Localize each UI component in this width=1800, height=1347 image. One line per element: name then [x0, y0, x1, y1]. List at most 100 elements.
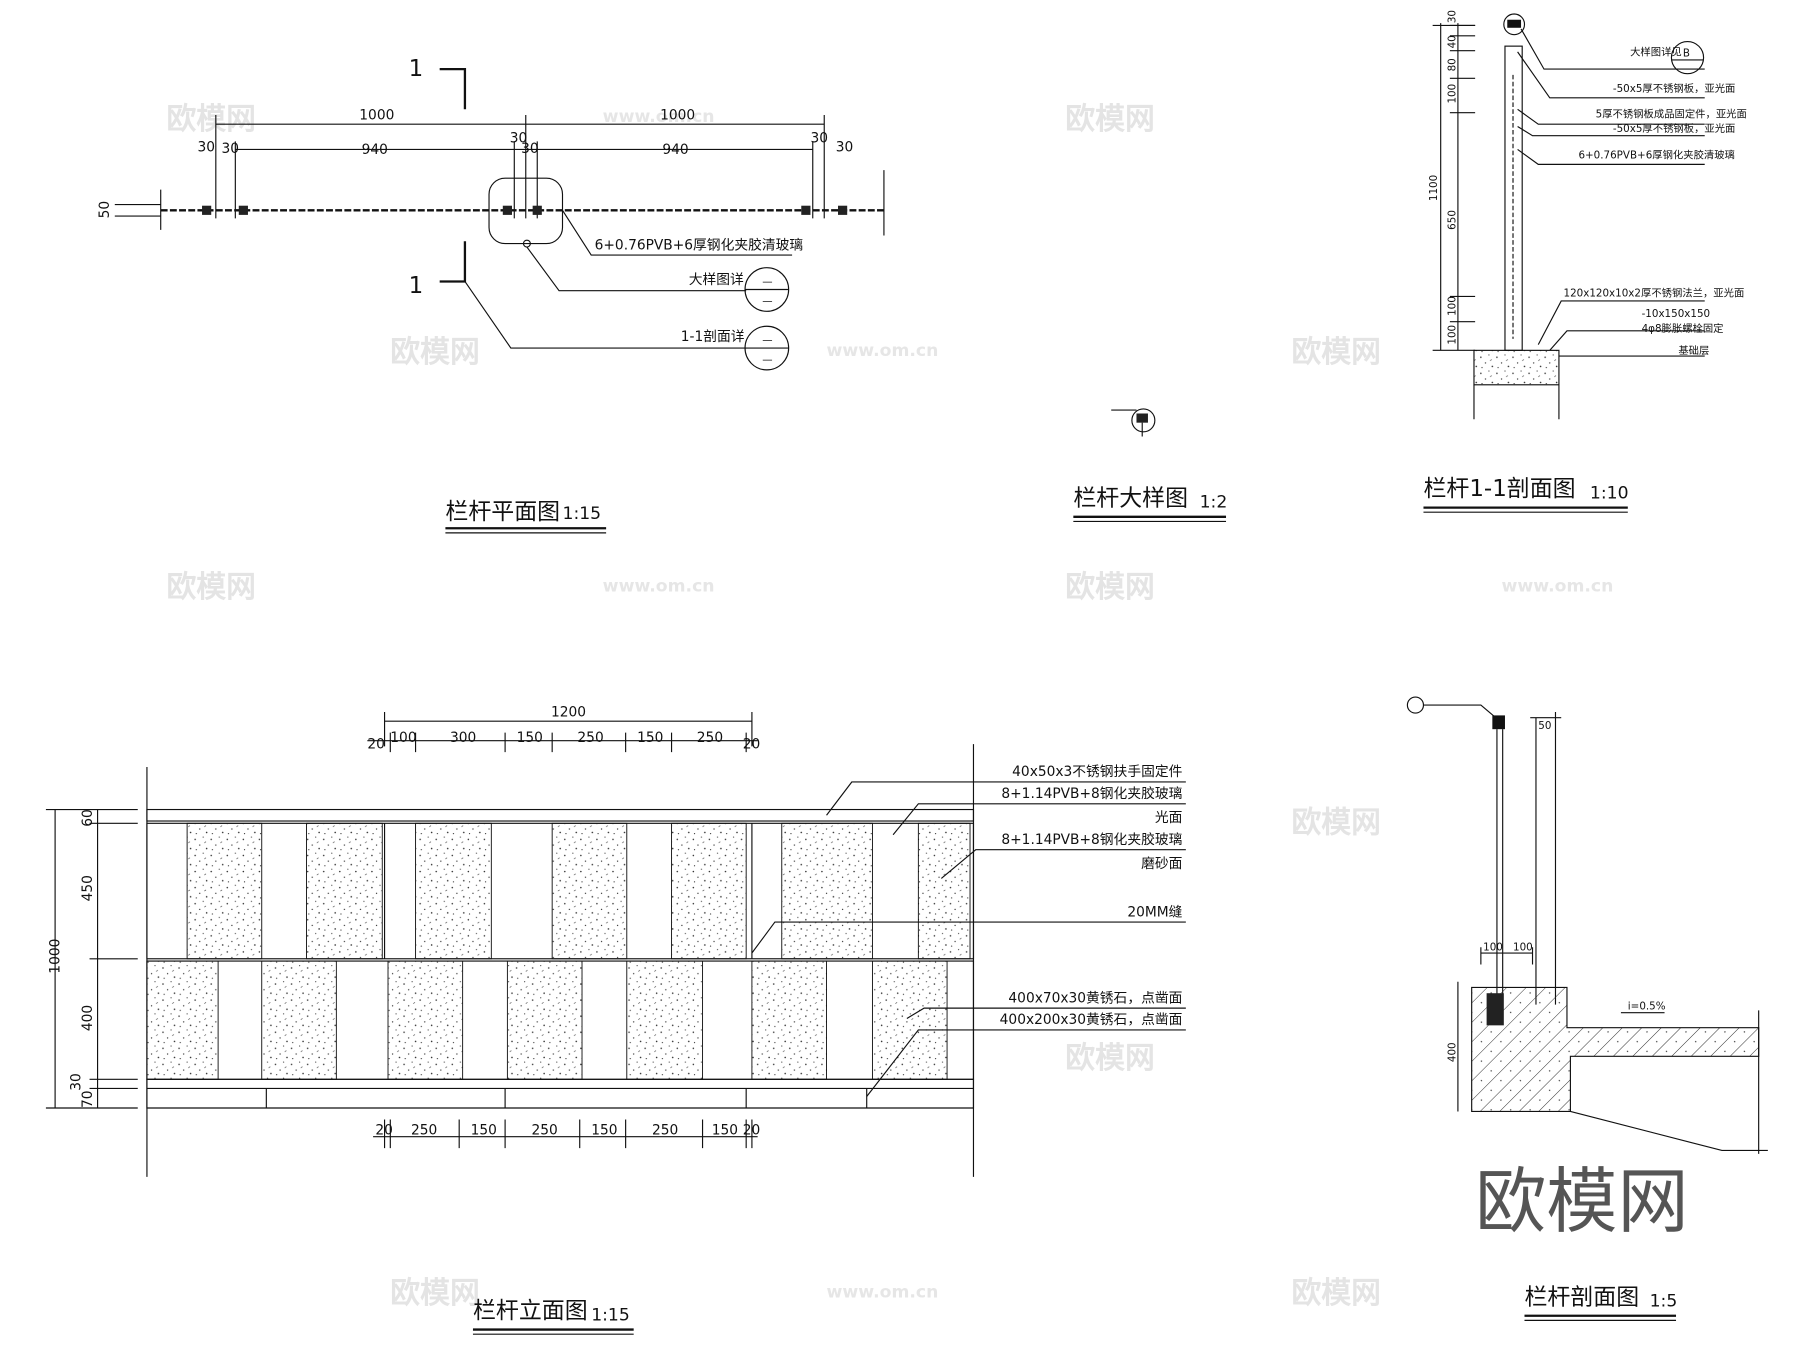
svg-text:100: 100 [390, 730, 416, 746]
svg-text:欧模网: 欧模网 [1291, 1276, 1380, 1311]
svg-text:940: 940 [662, 142, 688, 158]
svg-text:1000: 1000 [660, 108, 695, 124]
svg-text:50: 50 [97, 201, 113, 219]
svg-text:250: 250 [697, 730, 723, 746]
svg-text:www.om.cn: www.om.cn [603, 107, 715, 127]
section-1-1-title: 栏杆1-1剖面图 [1423, 476, 1575, 502]
svg-text:4φ8膨胀螺栓固定: 4φ8膨胀螺栓固定 [1642, 322, 1724, 335]
svg-text:8+1.14PVB+8钢化夹胶玻璃: 8+1.14PVB+8钢化夹胶玻璃 [1001, 831, 1182, 848]
svg-text:250: 250 [577, 730, 603, 746]
svg-text:欧模网: 欧模网 [166, 570, 255, 605]
svg-text:-50x5厚不锈钢板，亚光面: -50x5厚不锈钢板，亚光面 [1613, 122, 1736, 135]
svg-text:940: 940 [362, 142, 388, 158]
svg-text:30: 30 [197, 140, 215, 156]
svg-text:1-1剖面详: 1-1剖面详 [681, 329, 745, 345]
svg-text:欧模网: 欧模网 [1291, 805, 1380, 840]
svg-text:光面: 光面 [1155, 810, 1183, 826]
svg-text:150: 150 [517, 730, 543, 746]
section-title: 栏杆剖面图 [1524, 1284, 1639, 1310]
svg-text:1100: 1100 [1428, 175, 1440, 201]
svg-text:6+0.76PVB+6厚钢化夹胶清玻璃: 6+0.76PVB+6厚钢化夹胶清玻璃 [1578, 149, 1734, 162]
svg-text:400x70x30黄锈石，点凿面: 400x70x30黄锈石，点凿面 [1008, 990, 1182, 1006]
svg-text:150: 150 [637, 730, 663, 746]
svg-text:30: 30 [68, 1073, 84, 1091]
svg-text:大样图详见: 大样图详见 [1630, 45, 1682, 58]
svg-text:欧模网: 欧模网 [1291, 335, 1380, 370]
svg-text:-50x5厚不锈钢板，亚光面: -50x5厚不锈钢板，亚光面 [1613, 82, 1736, 95]
section-view: 50 100 100 400 i=0.5% 欧模网 栏杆剖面图 1:5 [1406, 696, 1768, 1321]
svg-text:欧模网: 欧模网 [166, 102, 255, 137]
svg-text:—: — [762, 295, 772, 307]
svg-text:400: 400 [1447, 1042, 1459, 1062]
svg-text:30: 30 [1447, 10, 1459, 23]
svg-text:1000: 1000 [359, 108, 394, 124]
plan-view: 1000 1000 940 940 30 30 30 30 30 30 50 1… [97, 56, 885, 534]
svg-text:300: 300 [450, 730, 476, 746]
svg-text:磨砂面: 磨砂面 [1141, 856, 1182, 872]
svg-text:1:15: 1:15 [563, 504, 602, 524]
svg-text:i=0.5%: i=0.5% [1628, 1000, 1666, 1012]
svg-text:—: — [762, 354, 772, 366]
svg-text:30: 30 [521, 141, 539, 157]
svg-text:-10x150x150: -10x150x150 [1642, 308, 1711, 320]
svg-text:1:15: 1:15 [591, 1305, 630, 1325]
svg-text:1:10: 1:10 [1590, 483, 1629, 503]
svg-text:250: 250 [652, 1122, 678, 1138]
svg-text:—: — [762, 334, 772, 346]
svg-text:20: 20 [375, 1122, 393, 1138]
svg-text:1:5: 1:5 [1650, 1292, 1678, 1312]
svg-text:B: B [1683, 47, 1690, 59]
svg-text:欧模网: 欧模网 [1065, 1041, 1154, 1076]
svg-text:400: 400 [80, 1005, 96, 1031]
svg-text:www.om.cn: www.om.cn [1502, 576, 1614, 596]
svg-text:250: 250 [532, 1122, 558, 1138]
svg-text:100: 100 [1447, 296, 1459, 316]
svg-text:250: 250 [411, 1122, 437, 1138]
svg-text:20MM缝: 20MM缝 [1127, 904, 1182, 920]
svg-text:基础层: 基础层 [1678, 344, 1709, 357]
watermarks: 欧模网 www.om.cn 欧模网 欧模网 www.om.cn 欧模网 欧模网 … [166, 102, 1613, 1311]
svg-text:www.om.cn: www.om.cn [827, 341, 939, 361]
svg-text:8+1.14PVB+8钢化夹胶玻璃: 8+1.14PVB+8钢化夹胶玻璃 [1001, 785, 1182, 802]
svg-text:100: 100 [1447, 325, 1459, 345]
svg-text:70: 70 [80, 1090, 96, 1108]
svg-text:www.om.cn: www.om.cn [603, 576, 715, 596]
logo-watermark: 欧模网 [1475, 1160, 1688, 1243]
svg-text:1:2: 1:2 [1200, 493, 1228, 513]
svg-text:1: 1 [409, 56, 424, 82]
elevation-title: 栏杆立面图 [473, 1298, 588, 1324]
svg-text:50: 50 [1538, 720, 1551, 732]
svg-text:1000: 1000 [48, 939, 64, 974]
svg-text:40: 40 [1447, 35, 1459, 48]
svg-text:欧模网: 欧模网 [1065, 102, 1154, 137]
svg-text:大样图详: 大样图详 [689, 272, 744, 288]
svg-text:100: 100 [1447, 84, 1459, 104]
svg-text:150: 150 [591, 1122, 617, 1138]
svg-text:—: — [762, 276, 772, 288]
svg-text:30: 30 [222, 141, 240, 157]
svg-text:400x200x30黄锈石，点凿面: 400x200x30黄锈石，点凿面 [1000, 1012, 1183, 1028]
svg-text:欧模网: 欧模网 [390, 335, 479, 370]
svg-text:欧模网: 欧模网 [1065, 570, 1154, 605]
svg-text:100: 100 [1513, 942, 1533, 954]
svg-text:30: 30 [510, 131, 528, 147]
plan-title: 栏杆平面图 [445, 499, 560, 525]
svg-text:120x120x10x2厚不锈钢法兰，亚光面: 120x120x10x2厚不锈钢法兰，亚光面 [1564, 286, 1745, 299]
svg-text:www.om.cn: www.om.cn [827, 1282, 939, 1302]
svg-text:150: 150 [471, 1122, 497, 1138]
section-1-1-view: 30 40 80 100 650 100 100 1100 B 大样图详见 -5… [1423, 10, 1747, 513]
svg-text:欧模网: 欧模网 [390, 1276, 479, 1311]
svg-text:30: 30 [810, 131, 828, 147]
svg-text:100: 100 [1483, 942, 1503, 954]
svg-text:6+0.76PVB+6厚钢化夹胶清玻璃: 6+0.76PVB+6厚钢化夹胶清玻璃 [595, 236, 804, 253]
svg-text:20: 20 [743, 1122, 761, 1138]
detail-title: 栏杆大样图 [1073, 485, 1188, 511]
svg-text:40x50x3不锈钢扶手固定件: 40x50x3不锈钢扶手固定件 [1012, 764, 1182, 780]
svg-text:60: 60 [80, 809, 96, 827]
svg-text:1200: 1200 [551, 705, 586, 721]
svg-text:20: 20 [367, 737, 385, 753]
svg-text:450: 450 [80, 875, 96, 901]
svg-text:80: 80 [1447, 58, 1459, 71]
svg-text:1: 1 [409, 273, 424, 299]
